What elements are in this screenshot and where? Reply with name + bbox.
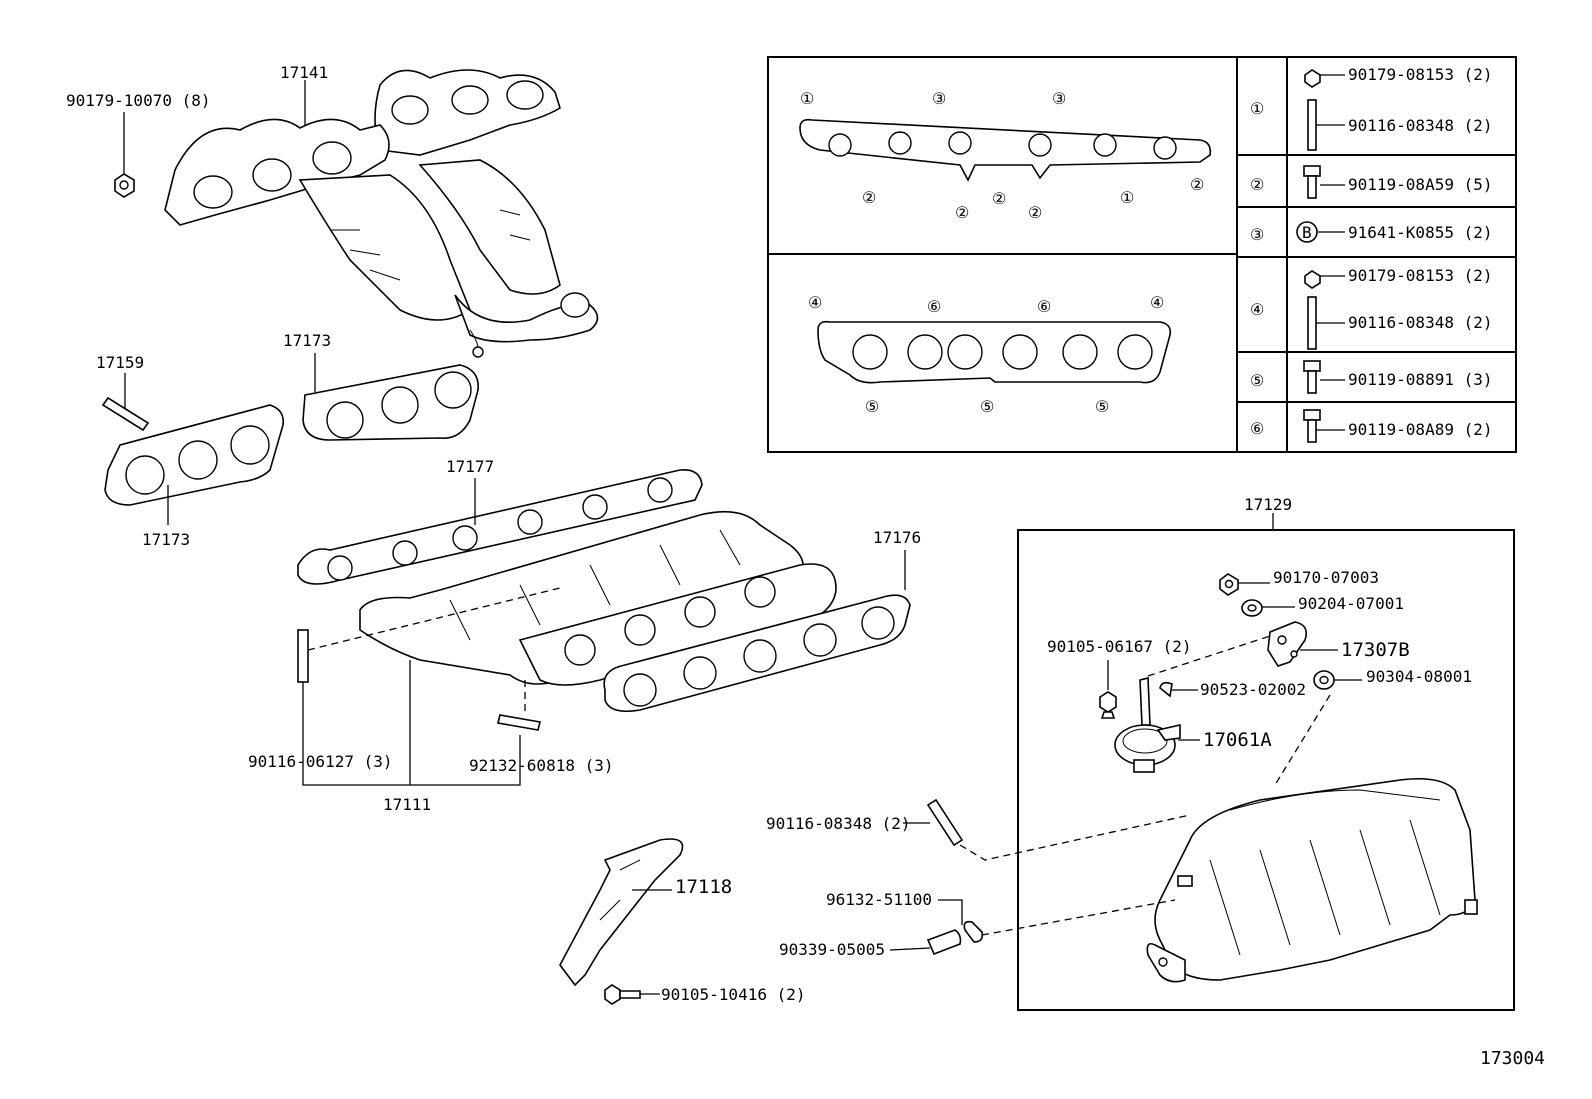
clamp-96132-51100[interactable] [963, 920, 984, 943]
label-92132-60818[interactable]: 92132-60818 (3) [469, 756, 614, 775]
bolt-90105-06167[interactable] [1099, 691, 1117, 719]
label-90170-07003[interactable]: 90170-07003 [1273, 568, 1379, 587]
washer-90304-08001[interactable] [1313, 670, 1335, 690]
callout-2-d: ② [1028, 203, 1042, 222]
label-90339-05005[interactable]: 90339-05005 [779, 940, 885, 959]
stud-92132-60818[interactable] [497, 714, 541, 731]
callout-1-b: ① [1120, 188, 1134, 207]
label-90105-10416[interactable]: 90105-10416 (2) [661, 985, 806, 1004]
label-17129[interactable]: 17129 [1244, 495, 1292, 514]
legend-key-2: ② [1250, 175, 1264, 194]
stud-90116-08348[interactable] [926, 798, 964, 847]
manifold-stay-17118[interactable] [559, 838, 684, 987]
label-17307B[interactable]: 17307B [1341, 639, 1410, 661]
legend-key-4: ④ [1250, 300, 1264, 319]
callout-2-e: ② [1190, 175, 1204, 194]
nut-90170-07003[interactable] [1219, 573, 1239, 596]
intake-gasket-17176[interactable] [603, 594, 911, 713]
callout-3-a: ③ [932, 89, 946, 108]
legend-part-4a[interactable]: 90179-08153 (2) [1348, 266, 1493, 285]
hose-90339-05005[interactable] [926, 929, 962, 956]
fastener-legend-table: ① ③ ③ ② ② ② ② ① ② ④ ⑥ ⑥ ④ ⑤ ⑤ ⑤ ① ② ③ ④ … [767, 56, 1517, 453]
label-17176[interactable]: 17176 [873, 528, 921, 547]
legend-part-1a[interactable]: 90179-08153 (2) [1348, 65, 1493, 84]
diagram-code: 173004 [1480, 1048, 1545, 1069]
label-90523-02002[interactable]: 90523-02002 [1200, 680, 1306, 699]
legend-part-1b[interactable]: 90116-08348 (2) [1348, 116, 1493, 135]
nut-90179-10070[interactable] [114, 173, 135, 198]
legend-part-3[interactable]: 91641-K0855 (2) [1348, 223, 1493, 242]
exhaust-manifold-17141[interactable] [164, 69, 599, 358]
legend-part-2[interactable]: 90119-08A59 (5) [1348, 175, 1493, 194]
callout-6-a: ⑥ [927, 297, 941, 316]
callout-4-b: ④ [1150, 293, 1164, 312]
bolt-90105-10416[interactable] [604, 984, 641, 1005]
legend-part-6[interactable]: 90119-08A89 (2) [1348, 420, 1493, 439]
intake-gasket-17177[interactable] [297, 468, 703, 585]
callout-5-c: ⑤ [1095, 397, 1109, 416]
label-90116-08348[interactable]: 90116-08348 (2) [766, 814, 911, 833]
intake-manifold-17111[interactable] [359, 510, 837, 686]
callout-5-b: ⑤ [980, 397, 994, 416]
legend-part-4b[interactable]: 90116-08348 (2) [1348, 313, 1493, 332]
stud-90116-06127[interactable] [297, 629, 309, 683]
label-17061A[interactable]: 17061A [1203, 729, 1272, 751]
legend-key-3: ③ [1250, 225, 1264, 244]
callout-6-b: ⑥ [1037, 297, 1051, 316]
clip-90523-02002[interactable] [1159, 681, 1173, 698]
label-90179-10070[interactable]: 90179-10070 (8) [66, 91, 211, 110]
legend-b-mark: B [1302, 223, 1312, 242]
callout-5-a: ⑤ [865, 397, 879, 416]
label-17118[interactable]: 17118 [675, 876, 732, 898]
intake-chamber[interactable] [1146, 777, 1478, 983]
bracket-17307B[interactable] [1267, 621, 1308, 667]
label-17111[interactable]: 17111 [383, 795, 431, 814]
legend-key-6: ⑥ [1250, 419, 1264, 438]
label-17141[interactable]: 17141 [280, 63, 328, 82]
label-17159[interactable]: 17159 [96, 353, 144, 372]
label-90304-08001[interactable]: 90304-08001 [1366, 667, 1472, 686]
label-17173-lower[interactable]: 17173 [142, 530, 190, 549]
label-90116-06127[interactable]: 90116-06127 (3) [248, 752, 393, 771]
callout-2-b: ② [955, 203, 969, 222]
callout-2-a: ② [862, 188, 876, 207]
legend-key-5: ⑤ [1250, 371, 1264, 390]
label-90105-06167[interactable]: 90105-06167 (2) [1047, 637, 1192, 656]
vsv-actuator-17061A[interactable] [1114, 676, 1181, 773]
exhaust-gasket-17173-lower[interactable] [104, 404, 285, 506]
callout-1-a: ① [800, 89, 814, 108]
legend-key-1: ① [1250, 99, 1264, 118]
label-96132-51100[interactable]: 96132-51100 [826, 890, 932, 909]
callout-2-c: ② [992, 189, 1006, 208]
label-90204-07001[interactable]: 90204-07001 [1298, 594, 1404, 613]
label-17173-upper[interactable]: 17173 [283, 331, 331, 350]
washer-90204-07001[interactable] [1241, 599, 1263, 617]
callout-4-a: ④ [808, 293, 822, 312]
stud-17159[interactable] [101, 396, 150, 432]
legend-part-5[interactable]: 90119-08891 (3) [1348, 370, 1493, 389]
intake-chamber-box-17129 [1017, 513, 1515, 1011]
label-17177[interactable]: 17177 [446, 457, 494, 476]
exhaust-gasket-17173-upper[interactable] [302, 364, 479, 441]
callout-3-b: ③ [1052, 89, 1066, 108]
